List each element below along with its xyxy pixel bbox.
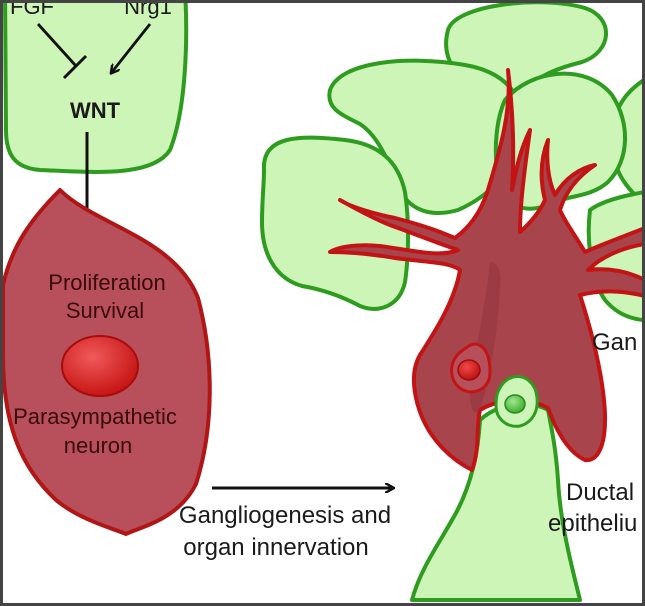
ductal-label: Ductal bbox=[566, 479, 634, 506]
fgf-label: FGF bbox=[10, 0, 54, 19]
wnt-label: WNT bbox=[70, 98, 121, 123]
organ-innervation-label: organ innervation bbox=[183, 534, 368, 561]
parasympathetic-label: Parasympathetic bbox=[13, 404, 177, 429]
nrg1-label: Nrg1 bbox=[124, 0, 172, 19]
inhibition-bar bbox=[62, 54, 88, 80]
ganglion-neuron-nucleus bbox=[457, 359, 481, 381]
epithelium-label: epitheliu bbox=[548, 510, 637, 537]
ganglion-label: Gan bbox=[592, 329, 637, 356]
proliferation-label: Proliferation bbox=[48, 270, 165, 295]
inhibition-arrow bbox=[36, 23, 78, 67]
survival-label: Survival bbox=[66, 298, 144, 323]
activation-arrow bbox=[112, 23, 152, 72]
epithelial-cell-top-left bbox=[3, 0, 189, 174]
neuron-label: neuron bbox=[64, 433, 133, 458]
neuron-nucleus bbox=[61, 335, 139, 397]
gangliogenesis-label: Gangliogenesis and bbox=[179, 502, 391, 529]
ductal-cell-nucleus bbox=[504, 394, 526, 414]
